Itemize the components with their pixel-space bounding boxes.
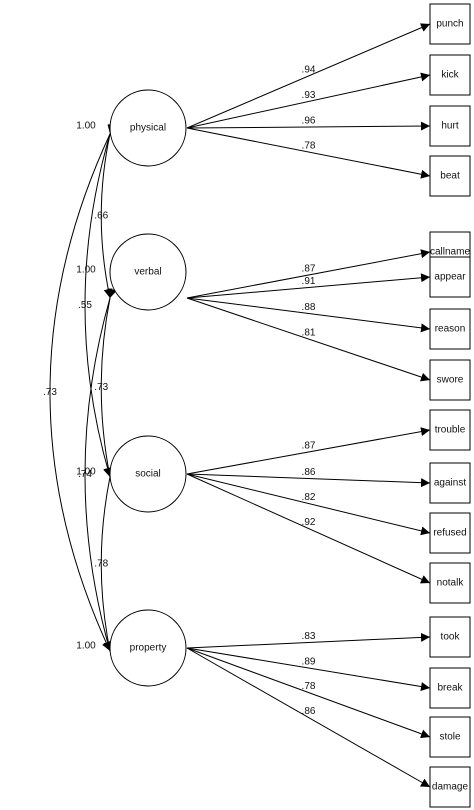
indicator-label: damage bbox=[432, 782, 469, 793]
correlation-value: .73 bbox=[94, 382, 108, 393]
loading-arrow bbox=[186, 647, 431, 691]
variance-value: 1.00 bbox=[76, 467, 96, 478]
latent-label: physical bbox=[130, 123, 166, 134]
loading-value: .93 bbox=[302, 90, 316, 101]
loading-arrow bbox=[186, 127, 431, 179]
latent-label: verbal bbox=[134, 267, 161, 278]
indicator-label: punch bbox=[436, 19, 463, 30]
loading-value: .81 bbox=[302, 328, 316, 339]
loading-arrow bbox=[186, 647, 431, 788]
indicator-kick bbox=[429, 54, 471, 96]
loading-arrow bbox=[186, 72, 431, 129]
indicator-refused bbox=[429, 512, 471, 554]
loading-arrow bbox=[186, 297, 431, 382]
indicator-label: hurt bbox=[441, 121, 458, 132]
loading-value: .82 bbox=[302, 492, 316, 503]
loading-arrow bbox=[186, 473, 431, 584]
indicator-stole bbox=[429, 716, 471, 758]
indicator-label: trouble bbox=[435, 425, 466, 436]
indicator-label: notalk bbox=[437, 578, 465, 589]
indicator-label: swore bbox=[437, 375, 464, 386]
loading-arrow bbox=[186, 647, 431, 739]
indicator-hurt bbox=[429, 105, 471, 147]
loading-value: .96 bbox=[302, 116, 316, 127]
indicator-label: refused bbox=[433, 528, 466, 539]
loading-value: .94 bbox=[302, 65, 316, 76]
indicator-label: took bbox=[441, 632, 461, 643]
loading-arrow bbox=[186, 121, 431, 131]
latent-label: property bbox=[130, 643, 167, 654]
node-layer: physical 1.00 punch kick hurt beat verbal 1.00 c… bbox=[76, 3, 471, 808]
loading-value: .83 bbox=[302, 631, 316, 642]
correlation-value: .73 bbox=[43, 387, 57, 398]
loading-value: .92 bbox=[302, 517, 316, 528]
correlation-value: .78 bbox=[94, 559, 108, 570]
indicator-label: callname bbox=[430, 247, 470, 258]
variance-value: 1.00 bbox=[76, 641, 96, 652]
loading-value: .91 bbox=[302, 276, 316, 287]
correlation-value: .74 bbox=[78, 469, 92, 480]
loading-value: .87 bbox=[302, 264, 316, 275]
correlation-curve bbox=[49, 123, 118, 652]
loading-arrow bbox=[186, 297, 431, 333]
indicator-reason bbox=[429, 308, 471, 350]
loading-value: .88 bbox=[302, 302, 316, 313]
loading-arrow bbox=[186, 23, 431, 129]
correlation-curve bbox=[84, 288, 117, 652]
indicator-notalk bbox=[429, 562, 471, 604]
loading-arrow bbox=[186, 249, 431, 299]
indicator-damage bbox=[429, 766, 471, 808]
loading-arrow bbox=[186, 473, 431, 488]
indicator-appear bbox=[429, 256, 471, 298]
latent-physical bbox=[109, 89, 187, 167]
loading-value: .78 bbox=[302, 681, 316, 692]
loading-arrow bbox=[186, 473, 431, 536]
indicator-label: break bbox=[437, 683, 463, 694]
loading-value: .86 bbox=[302, 706, 316, 717]
indicator-swore bbox=[429, 359, 471, 401]
loading-value: .86 bbox=[302, 467, 316, 478]
loading-arrow bbox=[186, 427, 431, 475]
loading-arrow bbox=[186, 273, 431, 299]
latent-property bbox=[109, 609, 187, 687]
indicator-punch bbox=[429, 3, 471, 45]
correlation-value: .55 bbox=[78, 300, 92, 311]
indicator-against bbox=[429, 462, 471, 504]
indicator-break bbox=[429, 667, 471, 709]
loading-arrow bbox=[186, 632, 431, 649]
indicator-took bbox=[429, 616, 471, 658]
latent-label: social bbox=[135, 469, 161, 480]
loading-value: .89 bbox=[302, 657, 316, 668]
variance-value: 1.00 bbox=[76, 265, 96, 276]
indicator-beat bbox=[429, 155, 471, 197]
indicator-trouble bbox=[429, 409, 471, 451]
indicator-label: stole bbox=[439, 732, 461, 743]
correlation-layer: .66 .73 .78 .55 .74 .73 bbox=[43, 123, 118, 652]
loading-value: .78 bbox=[302, 141, 316, 152]
loading-layer: .94.93.96.78.87.91.88.81.87.86.82.92.83.… bbox=[186, 23, 431, 788]
indicator-label: beat bbox=[440, 171, 460, 182]
variance-value: 1.00 bbox=[76, 121, 96, 132]
correlation-curve bbox=[84, 124, 117, 478]
indicator-label: reason bbox=[435, 324, 466, 335]
loading-value: .87 bbox=[302, 441, 316, 452]
indicator-label: against bbox=[434, 478, 466, 489]
indicator-label: kick bbox=[441, 70, 459, 81]
latent-verbal bbox=[109, 233, 187, 311]
correlation-value: .66 bbox=[94, 211, 108, 222]
indicator-label: appear bbox=[434, 272, 466, 283]
latent-social bbox=[109, 435, 187, 513]
